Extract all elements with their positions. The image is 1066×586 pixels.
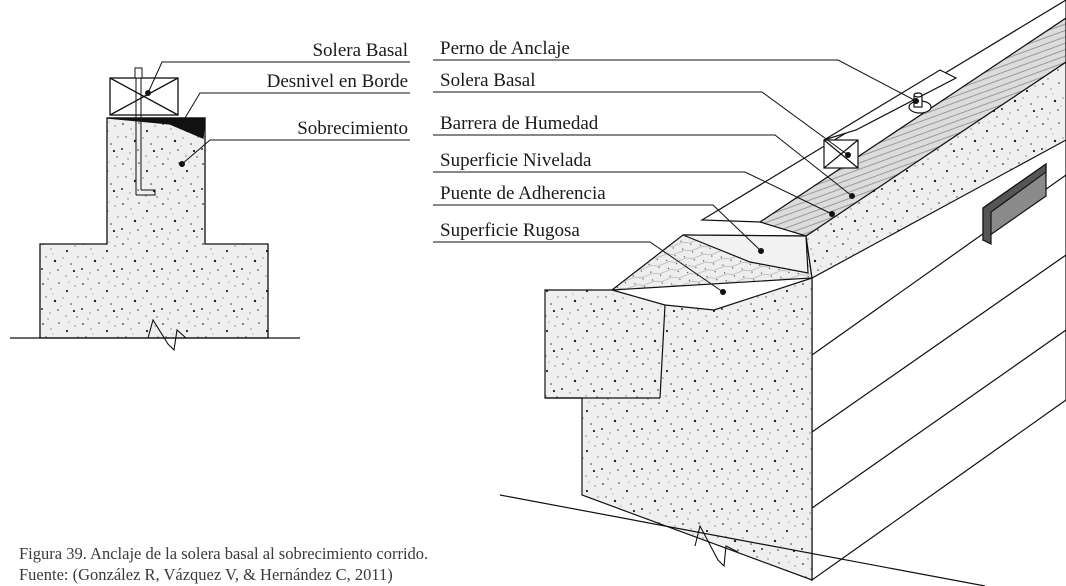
right-isometric-detail: [499, 0, 1066, 586]
left-leaders: [147, 61, 410, 165]
label-superficie-nivelada: Superficie Nivelada: [440, 150, 592, 171]
label-sobrecimiento: Sobrecimiento: [297, 118, 408, 139]
right-foundation-concrete: [544, 277, 813, 581]
right-ground-line: [499, 494, 986, 586]
label-barrera-de-humedad: Barrera de Humedad: [440, 113, 599, 134]
label-desnivel-en-borde: Desnivel en Borde: [267, 71, 408, 92]
bond-bridge: [682, 234, 809, 274]
right-break-line: [694, 524, 739, 568]
left-foundation-concrete: [39, 117, 269, 339]
right-leaders: [433, 59, 917, 293]
right-sill-plate: [823, 69, 958, 169]
label-puente-de-adherencia: Puente de Adherencia: [440, 183, 606, 204]
label-perno-de-anclaje: Perno de Anclaje: [440, 38, 570, 59]
label-solera-basal-right: Solera Basal: [440, 70, 536, 91]
figure-caption: Figura 39. Anclaje de la solera basal al…: [19, 544, 429, 563]
left-sill-plate: [109, 77, 179, 116]
left-anchor-bolt: [134, 67, 156, 196]
left-break-line: [147, 318, 187, 352]
source-caption: Fuente: (González R, Vázquez V, & Hernán…: [19, 565, 393, 584]
label-superficie-rugosa: Superficie Rugosa: [440, 220, 580, 241]
label-solera-basal-left: Solera Basal: [312, 40, 408, 61]
left-section-detail: [10, 67, 300, 352]
